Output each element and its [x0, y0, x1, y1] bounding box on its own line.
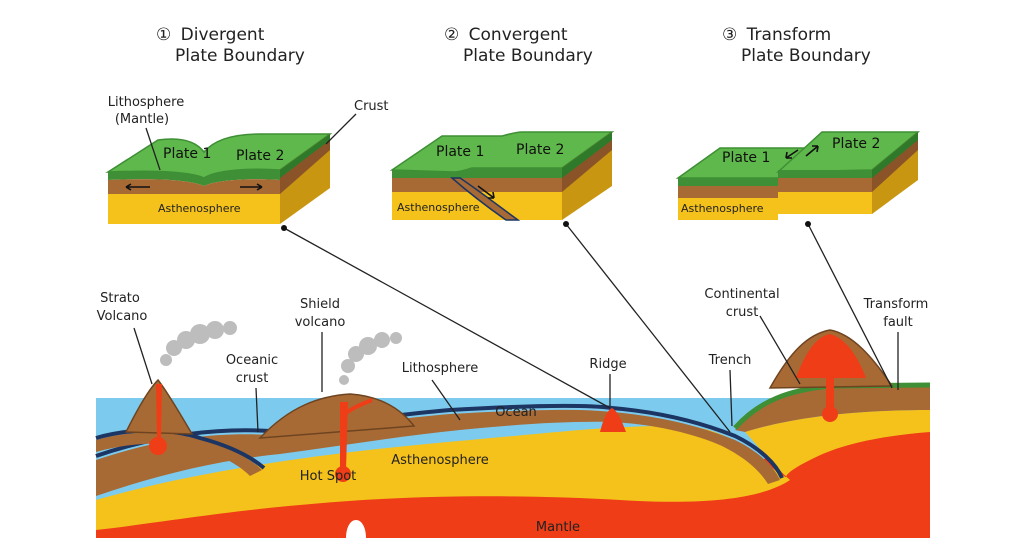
strato-magma: [156, 384, 162, 440]
label-transform-2: fault: [883, 315, 913, 330]
left-subduction-line: [95, 428, 266, 470]
trans-arrow-right: [805, 145, 819, 157]
cross-section: [95, 321, 931, 538]
mantle-layer: [96, 420, 930, 538]
transform-title-line1: ③ Transform: [722, 25, 831, 45]
label-crust: Crust: [354, 99, 389, 114]
label-asthenosphere: Asthenosphere: [391, 453, 489, 468]
label-shield-1: Shield: [300, 297, 340, 312]
label-lithosphere: Lithosphere: [402, 361, 478, 376]
continent-yellow: [745, 410, 930, 480]
div-plate2-label: Plate 2: [236, 148, 284, 164]
oceanic-crust-line: [95, 403, 784, 479]
continental-magma-conduit: [826, 340, 834, 412]
hot-spot-blob: [335, 466, 351, 482]
label-lithosphere-mantle-1: Lithosphere: [108, 95, 184, 110]
trans-plate1-label: Plate 1: [722, 150, 770, 166]
divergent-title-line2: Plate Boundary: [175, 46, 305, 66]
conv-front-litho: [392, 178, 562, 192]
mantle-plume: [346, 520, 366, 538]
div-arrow-right: [240, 183, 263, 191]
label-oceanic-2: crust: [236, 371, 269, 386]
label-ridge: Ridge: [589, 357, 626, 372]
label-transform-1: Transform: [863, 297, 929, 312]
label-strato-2: Volcano: [97, 309, 148, 324]
continental-magma-chamber: [822, 406, 838, 422]
div-plate1-label: Plate 1: [163, 146, 211, 162]
div-front-crust: [108, 169, 280, 186]
leader-lines: [133, 113, 899, 433]
left-subduction: [96, 432, 262, 476]
div-front-astheno: [108, 194, 280, 224]
label-oceanic-1: Oceanic: [226, 353, 278, 368]
strato-smoke: [160, 321, 237, 366]
trans-asthenosphere-label: Asthenosphere: [681, 202, 764, 215]
conv-asthenosphere-label: Asthenosphere: [397, 201, 480, 214]
asthenosphere-layer: [96, 426, 790, 530]
conv-arrow: [477, 185, 495, 199]
strato-magma-chamber: [149, 437, 167, 455]
label-continental-1: Continental: [704, 287, 779, 302]
conv-front-crust: [392, 168, 562, 178]
shield-magma-branch: [343, 398, 373, 416]
transform-number: ③: [722, 25, 737, 45]
shield-smoke: [339, 332, 402, 385]
divergent-title-line1: ① Divergent: [156, 25, 265, 45]
label-trench: Trench: [708, 353, 752, 368]
label-shield-2: volcano: [295, 315, 346, 330]
convergent-block: [389, 131, 615, 221]
divergent-block: [105, 133, 333, 224]
convergent-title-line2: Plate Boundary: [463, 46, 593, 66]
divergent-number: ①: [156, 25, 171, 45]
convergent-number: ②: [444, 25, 459, 45]
div-arrow-left: [125, 183, 150, 191]
convergent-title-line1: ② Convergent: [444, 25, 568, 45]
trans-front-astheno: [678, 198, 778, 220]
conv-subduct: [450, 177, 521, 221]
shield-volcano: [258, 393, 416, 439]
conv-plate2-label: Plate 2: [516, 142, 564, 158]
label-strato-1: Strato: [100, 291, 140, 306]
label-continental-2: crust: [726, 305, 759, 320]
trans-plate2-label: Plate 2: [832, 136, 880, 152]
label-ocean: Ocean: [495, 405, 537, 420]
shield-magma: [340, 402, 348, 470]
label-hot-spot: Hot Spot: [300, 469, 357, 484]
trans-arrow-left: [785, 149, 799, 159]
label-mantle: Mantle: [536, 520, 580, 535]
ridge-magma: [600, 408, 626, 432]
label-lithosphere-mantle-2: (Mantle): [115, 112, 169, 127]
div-asthenosphere-label: Asthenosphere: [158, 202, 241, 215]
transform-title-line2: Plate Boundary: [741, 46, 871, 66]
transform-block: [675, 131, 921, 220]
div-front-litho: [108, 179, 280, 194]
conv-plate1-label: Plate 1: [436, 144, 484, 160]
